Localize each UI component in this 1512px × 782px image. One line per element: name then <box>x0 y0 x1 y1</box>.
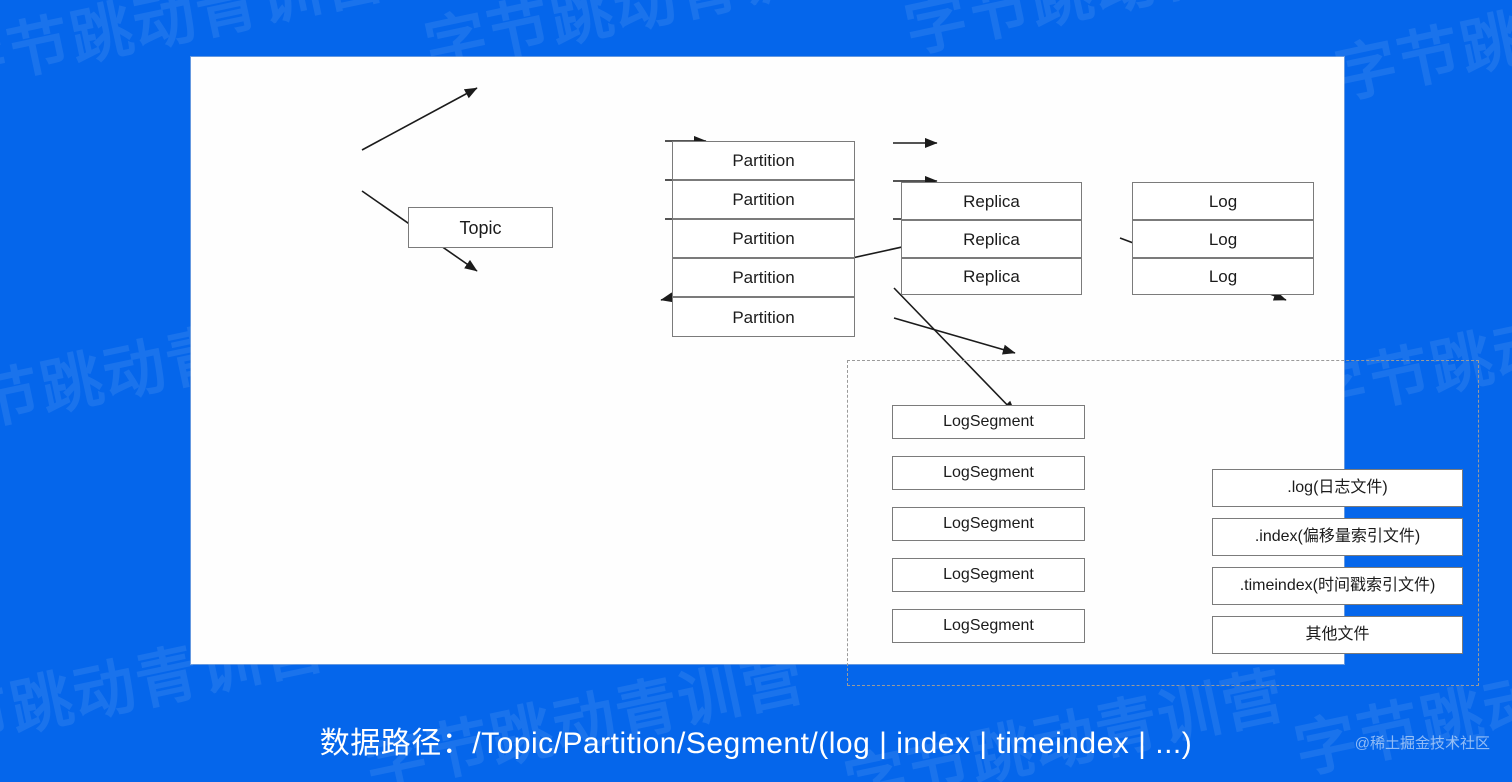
credit-watermark: @稀土掘金技术社区 <box>1354 735 1490 752</box>
log-segment-label: LogSegment <box>943 464 1034 481</box>
topic-label: Topic <box>459 217 502 238</box>
segment-file-label: .timeindex(时间戳索引文件) <box>1239 577 1436 594</box>
log-box[interactable]: Log <box>1132 220 1314 258</box>
segment-file-stack: .log(日志文件) .index(偏移量索引文件) .timeindex(时间… <box>1212 469 1463 654</box>
log-label: Log <box>1208 267 1238 286</box>
segment-file-box[interactable]: 其他文件 <box>1212 616 1463 654</box>
replica-box[interactable]: Replica <box>901 182 1082 220</box>
replica-stack: Replica Replica Replica <box>901 182 1082 295</box>
replica-label: Replica <box>963 267 1020 286</box>
log-stack: Log Log Log <box>1132 182 1314 295</box>
log-label: Log <box>1208 229 1238 249</box>
replica-box[interactable]: Replica <box>901 220 1082 258</box>
partition-stack: Partition Partition Partition Partition … <box>672 141 855 337</box>
log-label: Log <box>1208 191 1238 211</box>
log-box[interactable]: Log <box>1132 258 1314 295</box>
segment-file-label: .log(日志文件) <box>1287 479 1388 496</box>
segment-file-label: .index(偏移量索引文件) <box>1254 528 1421 545</box>
partition-label: Partition <box>732 229 795 248</box>
partition-box[interactable]: Partition <box>672 141 855 180</box>
partition-label: Partition <box>732 307 795 327</box>
partition-label: Partition <box>732 151 795 170</box>
partition-label: Partition <box>732 268 795 287</box>
log-box[interactable]: Log <box>1132 182 1314 220</box>
replica-box[interactable]: Replica <box>901 258 1082 295</box>
partition-box[interactable]: Partition <box>672 258 855 297</box>
segment-file-box[interactable]: .timeindex(时间戳索引文件) <box>1212 567 1463 605</box>
topic-box[interactable]: Topic <box>408 207 553 248</box>
partition-label: Partition <box>732 190 795 209</box>
diagram-panel: Topic Partition Partition Partition Part… <box>191 57 1479 686</box>
partition-box[interactable]: Partition <box>672 219 855 258</box>
log-segment-box[interactable]: LogSegment <box>892 609 1085 643</box>
log-segment-box[interactable]: LogSegment <box>892 558 1085 592</box>
log-segment-label: LogSegment <box>943 617 1034 634</box>
log-segment-region <box>847 360 1479 686</box>
segment-file-box[interactable]: .log(日志文件) <box>1212 469 1463 507</box>
partition-box[interactable]: Partition <box>672 180 855 219</box>
log-segment-label: LogSegment <box>943 515 1034 532</box>
watermark-text: 字节跳动青训营 <box>1329 0 1512 112</box>
log-segment-box[interactable]: LogSegment <box>892 507 1085 541</box>
caption-text: 数据路径：/Topic/Partition/Segment/(log | ind… <box>319 727 1193 760</box>
segment-file-label: 其他文件 <box>1305 626 1370 643</box>
replica-label: Replica <box>963 191 1020 211</box>
segment-file-box[interactable]: .index(偏移量索引文件) <box>1212 518 1463 556</box>
log-segment-box[interactable]: LogSegment <box>892 456 1085 490</box>
log-segment-stack: LogSegment LogSegment LogSegment LogSegm… <box>892 405 1085 643</box>
log-segment-label: LogSegment <box>943 566 1034 583</box>
log-segment-label: LogSegment <box>943 413 1034 430</box>
log-segment-box[interactable]: LogSegment <box>892 405 1085 439</box>
replica-label: Replica <box>963 229 1020 249</box>
partition-box[interactable]: Partition <box>672 297 855 337</box>
